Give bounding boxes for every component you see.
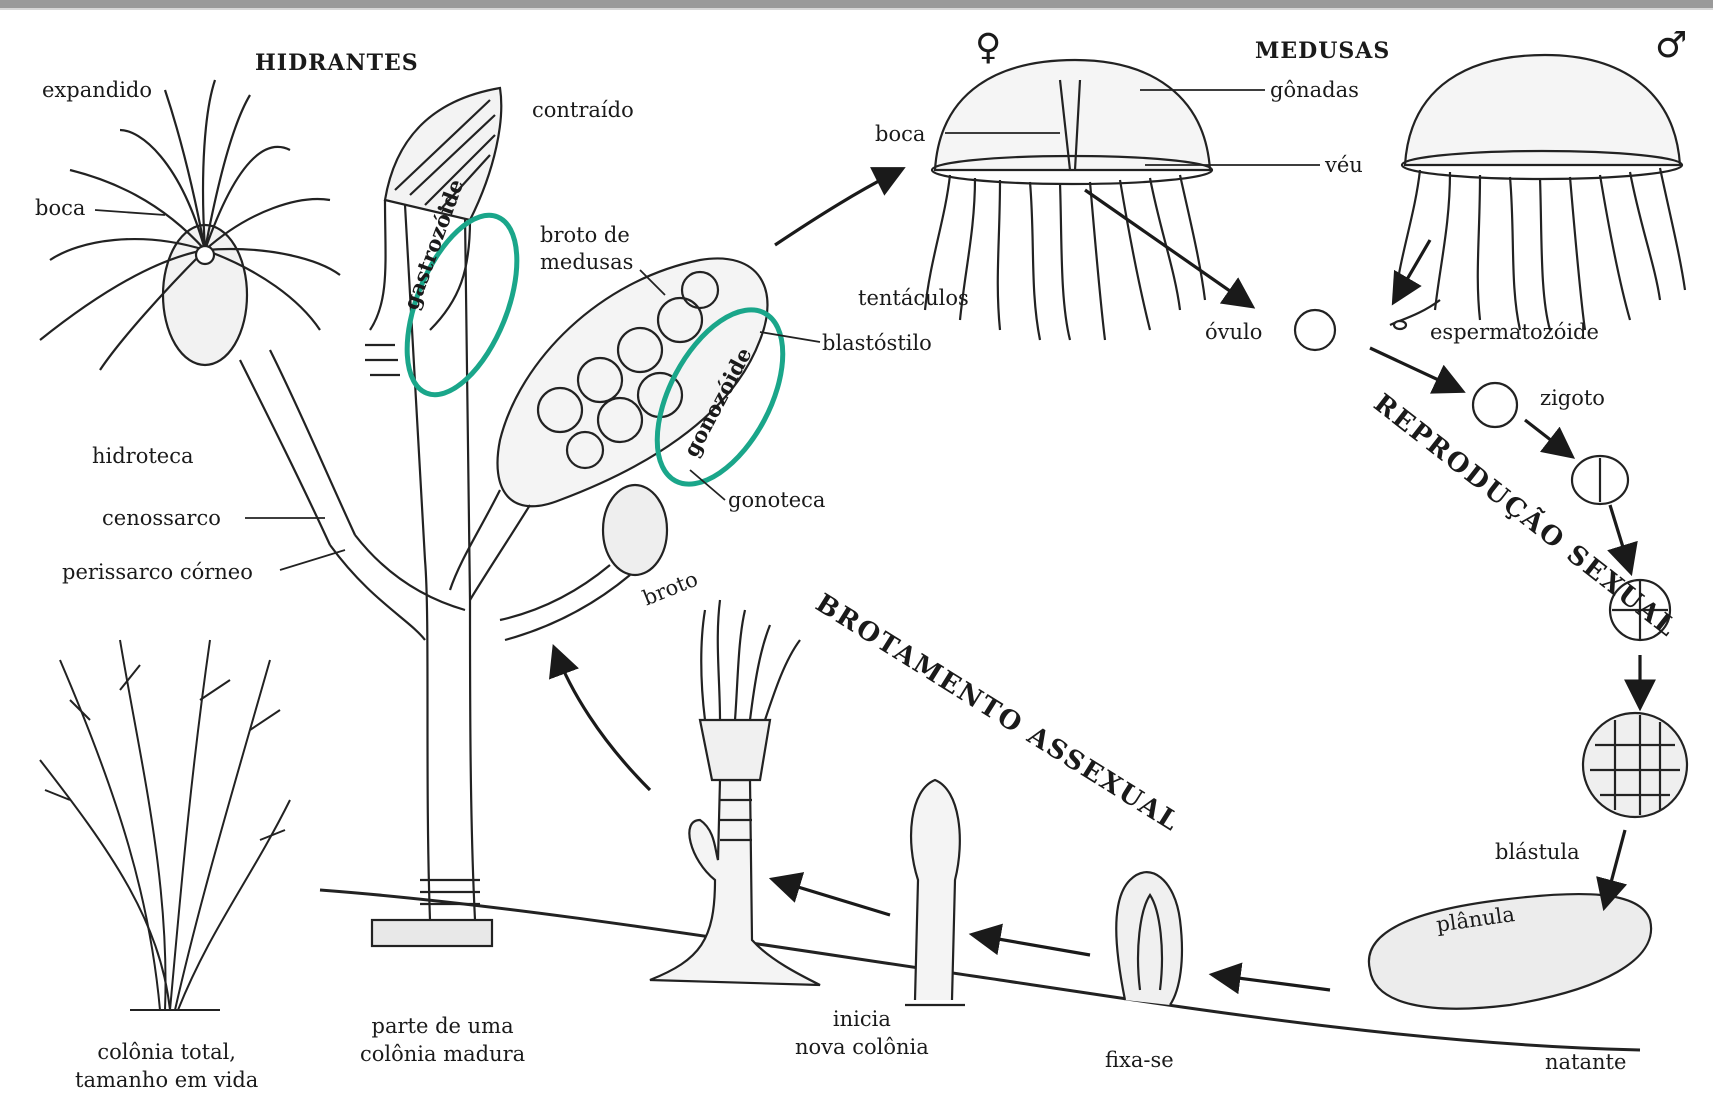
caption-parte-line2: colônia madura [360,1040,525,1068]
label-veu: véu [1325,155,1363,176]
caption-colonia-total-line2: tamanho em vida [75,1066,258,1094]
label-expandido: expandido [42,80,152,101]
sexual-stages [1295,310,1687,1009]
label-espermatozoide: espermatozóide [1430,322,1599,343]
caption-inicia: inicia nova colônia [795,1005,929,1062]
arrow-to-inicia [975,935,1090,955]
hidrantes-heading: HIDRANTES [255,52,419,74]
label-gonadas: gônadas [1270,80,1359,101]
arrow-to-zigoto [1370,348,1460,390]
gonozoid [450,258,768,640]
arrow-to-planula [1605,830,1625,905]
caption-inicia-line1: inicia [795,1005,929,1033]
label-broto-de: broto de [540,225,630,246]
male-symbol-icon: ♂ [1655,28,1687,64]
label-cenossarco: cenossarco [102,508,221,529]
arrow-to-colony [555,650,650,790]
label-boca-medusa: boca [875,124,925,145]
arrow-to-cleave1 [1525,420,1570,455]
arrow-to-fixa [1215,975,1330,990]
label-natante: natante [1545,1052,1626,1073]
label-ovulo: óvulo [1205,322,1262,343]
label-tentaculos: tentáculos [858,288,969,309]
female-symbol-icon: ♀ [975,30,1001,66]
label-contraido: contraído [532,100,634,121]
label-perissarco: perissarco córneo [62,562,253,583]
label-medusas: medusas [540,252,633,273]
expanded-hydranth [40,80,355,545]
label-hidroteca: hidroteca [92,446,194,467]
label-gonoteca: gonoteca [728,490,825,511]
label-zigoto: zigoto [1540,388,1605,409]
arrow-ovulo [1085,190,1250,305]
caption-colonia-total: colônia total, tamanho em vida [75,1038,258,1095]
medusas-heading: MEDUSAS [1255,40,1390,62]
caption-colonia-total-line1: colônia total, [75,1038,258,1066]
total-colony-bush [40,640,290,1010]
label-boca-polyp: boca [35,198,85,219]
label-blastostilo: blastóstilo [822,333,932,354]
arrow-to-young [775,880,890,915]
caption-parte-line1: parte de uma [360,1012,525,1040]
caption-parte-colonia: parte de uma colônia madura [360,1012,525,1069]
caption-inicia-line2: nova colônia [795,1033,929,1061]
caption-fixa-se: fixa-se [1105,1050,1174,1071]
male-medusa [1390,55,1685,330]
label-blastula: blástula [1495,842,1580,863]
arrow-to-medusa [775,170,900,245]
arrow-to-cleave2 [1610,505,1630,570]
